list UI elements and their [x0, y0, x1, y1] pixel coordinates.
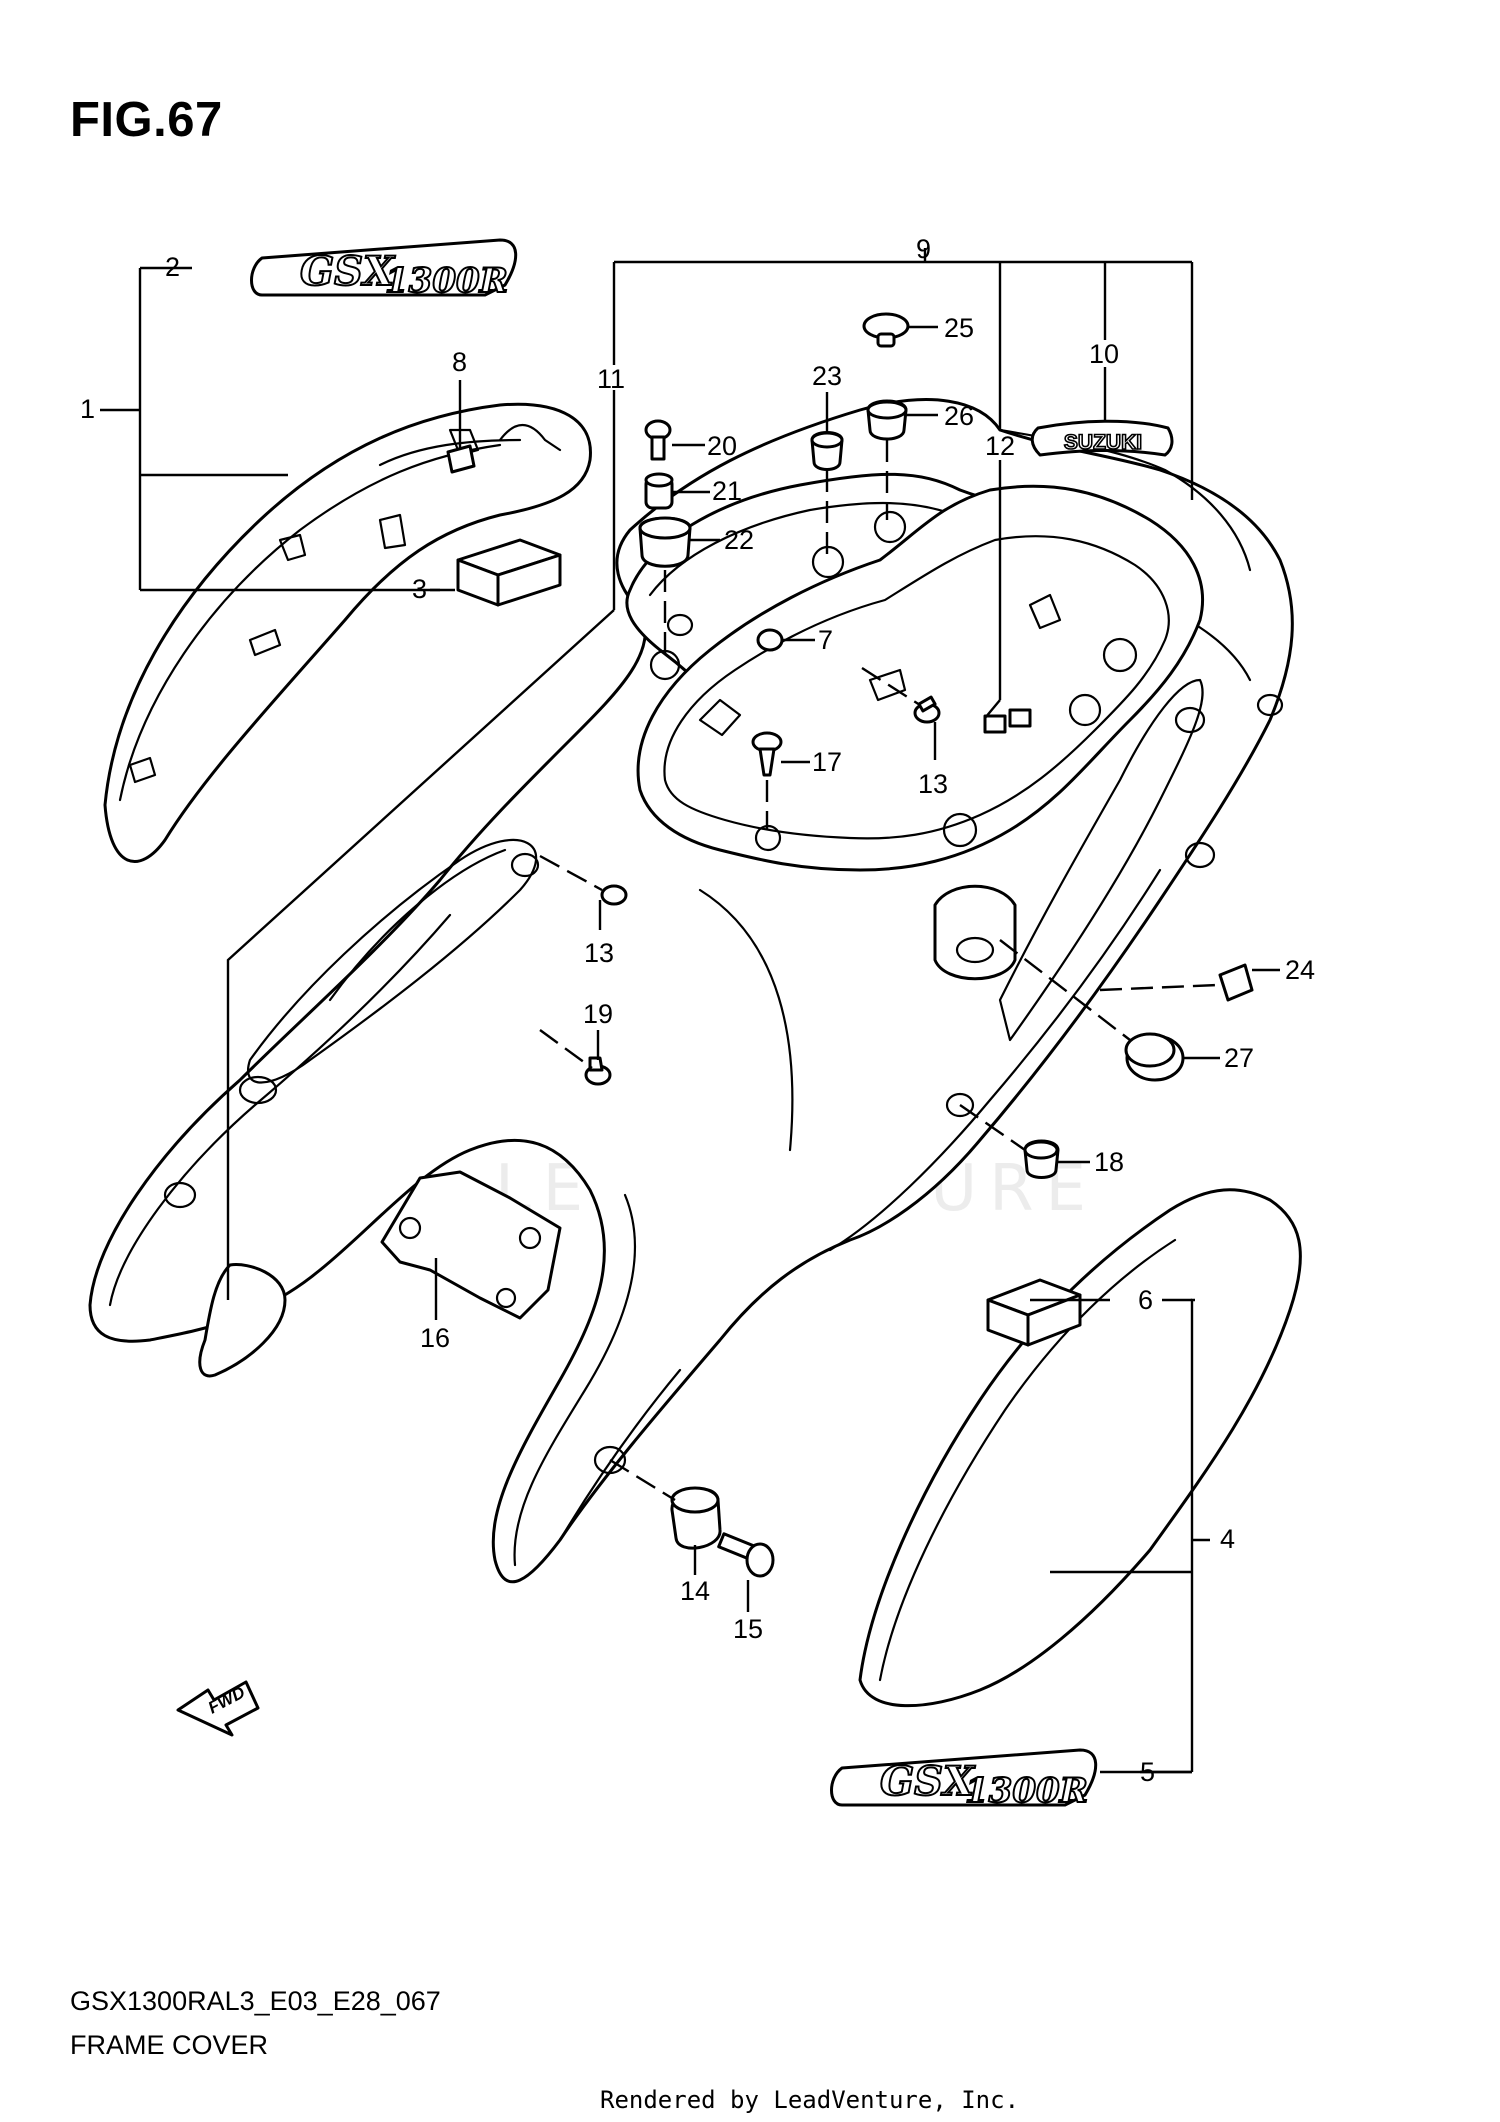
callout-5: 5 — [1140, 1757, 1155, 1787]
callout-27: 27 — [1224, 1043, 1254, 1073]
grommet-part-26 — [866, 399, 908, 441]
grommet-part-14 — [670, 1486, 722, 1550]
seat-tail-cover — [636, 484, 1205, 872]
plug-part-27 — [1124, 1032, 1185, 1082]
clip-part-19 — [584, 1056, 612, 1086]
callout-4: 4 — [1220, 1524, 1235, 1554]
callout-22: 22 — [724, 525, 754, 555]
callout-23: 23 — [812, 361, 842, 391]
callout-9: 9 — [916, 234, 931, 264]
callout-24: 24 — [1285, 955, 1315, 985]
cushion-part-22 — [638, 516, 692, 568]
pad-part-12 — [983, 708, 1032, 734]
cushion-part-6 — [986, 1278, 1082, 1347]
cap-part-25 — [862, 312, 910, 348]
callout-17: 17 — [812, 747, 842, 777]
left-frame-cover — [103, 402, 592, 863]
callout-26: 26 — [944, 401, 974, 431]
callout-10: 10 — [1089, 339, 1119, 369]
emblem-part-5: GSX 1300R — [830, 1748, 1098, 1812]
right-side-cover — [858, 1188, 1302, 1708]
fwd-arrow-icon: FWD — [176, 1680, 260, 1737]
callout-25: 25 — [944, 313, 974, 343]
screw-part-13-lower — [600, 884, 628, 906]
callout-12: 12 — [985, 431, 1015, 461]
grommet-part-18 — [1023, 1139, 1060, 1179]
callout-1: 1 — [80, 394, 95, 424]
callout-13-lower: 13 — [584, 938, 614, 968]
suzuki-emblem-part-10: SUZUKI — [1030, 419, 1174, 457]
cushion-cup — [933, 884, 1017, 981]
model-code: GSX1300RAL3_E03_E28_067 — [70, 1986, 441, 2016]
nut-part-7 — [756, 628, 784, 652]
callout-6: 6 — [1138, 1285, 1153, 1315]
clip-part-17 — [751, 731, 783, 777]
callout-15: 15 — [733, 1614, 763, 1644]
emblem-gsx-text: GSX — [300, 248, 396, 295]
emblem-model-text: 1300R — [385, 261, 508, 301]
suzuki-emblem-text: SUZUKI — [1064, 431, 1142, 454]
callout-3: 3 — [412, 574, 427, 604]
callout-13-upper: 13 — [918, 769, 948, 799]
rendered-by-credit: Rendered by LeadVenture, Inc. — [600, 2086, 1020, 2114]
cushion-part-3 — [456, 538, 562, 607]
callout-14: 14 — [680, 1576, 710, 1606]
callout-11: 11 — [597, 364, 625, 394]
emblem-part-2: GSX 1300R — [250, 238, 518, 302]
grommet-part-23 — [810, 431, 844, 471]
callout-21: 21 — [712, 476, 742, 506]
callout-16: 16 — [420, 1323, 450, 1353]
callout-18: 18 — [1094, 1147, 1124, 1177]
emblem-model-text-2: 1300R — [965, 1771, 1088, 1811]
callout-2: 2 — [165, 252, 180, 282]
screw-part-13-upper — [913, 695, 941, 724]
callout-7: 7 — [818, 625, 833, 655]
nut-part-8 — [446, 444, 476, 474]
callout-20: 20 — [707, 431, 737, 461]
figure-title: FIG.67 — [70, 93, 223, 147]
callout-8: 8 — [452, 347, 467, 377]
section-name: FRAME COVER — [70, 2030, 269, 2060]
bolt-part-20 — [644, 419, 672, 461]
pad-part-24 — [1218, 963, 1254, 1002]
collar-part-21 — [644, 472, 674, 510]
emblem-gsx-text-2: GSX — [880, 1758, 976, 1805]
bracket-part-16 — [380, 1170, 562, 1320]
bolt-part-15 — [717, 1532, 775, 1578]
callout-19: 19 — [583, 999, 613, 1029]
